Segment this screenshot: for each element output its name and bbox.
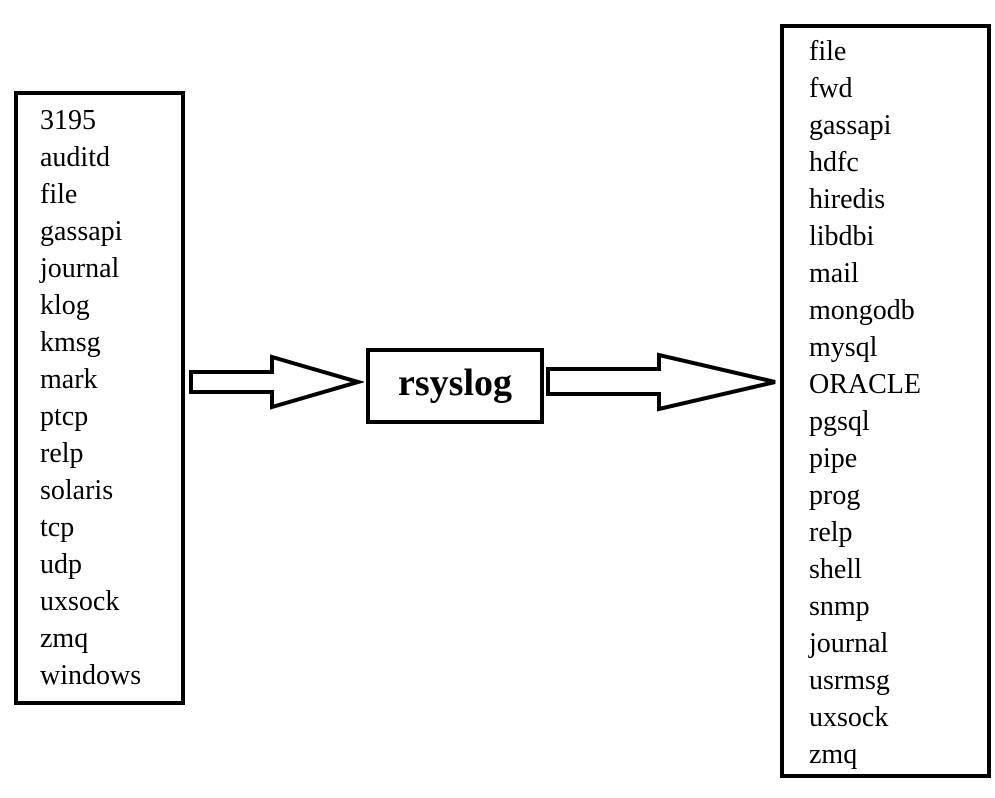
input-modules-list: 3195 auditd file gassapi journal klog kmsg mark… bbox=[40, 102, 181, 694]
input-module-item: tcp bbox=[40, 512, 75, 543]
input-module-item: relp bbox=[40, 438, 84, 469]
output-module-item: gassapi bbox=[809, 110, 892, 141]
input-module-item: ptcp bbox=[40, 401, 89, 432]
input-module-item: udp bbox=[40, 549, 82, 580]
output-module-item: pipe bbox=[809, 443, 858, 474]
input-arrow bbox=[189, 354, 364, 410]
output-module-item: journal bbox=[809, 628, 889, 659]
rsyslog-core-box: rsyslog bbox=[366, 348, 544, 424]
input-module-item: mark bbox=[40, 364, 98, 395]
output-modules-box: file fwd gassapi hdfc hiredis libdbi mail mongo… bbox=[780, 24, 991, 778]
output-arrow bbox=[546, 352, 776, 412]
input-module-item: journal bbox=[40, 253, 120, 284]
input-module-item: solaris bbox=[40, 475, 114, 506]
output-module-item: prog bbox=[809, 480, 861, 511]
output-module-item: mongodb bbox=[809, 295, 915, 326]
output-module-item: mysql bbox=[809, 332, 878, 363]
input-module-item: gassapi bbox=[40, 216, 123, 247]
output-module-item: snmp bbox=[809, 591, 870, 622]
output-module-item: hiredis bbox=[809, 184, 886, 215]
output-module-item: libdbi bbox=[809, 221, 875, 252]
input-module-item: auditd bbox=[40, 142, 110, 173]
output-module-item: zmq bbox=[809, 739, 858, 770]
input-module-item: uxsock bbox=[40, 586, 120, 617]
output-module-item: fwd bbox=[809, 73, 853, 104]
output-module-item: relp bbox=[809, 517, 853, 548]
output-module-item: usrmsg bbox=[809, 665, 890, 696]
input-module-item: kmsg bbox=[40, 327, 101, 358]
output-module-item: uxsock bbox=[809, 702, 889, 733]
output-modules-list: file fwd gassapi hdfc hiredis libdbi mail mongo… bbox=[809, 33, 987, 773]
input-module-item: klog bbox=[40, 290, 90, 321]
input-module-item: zmq bbox=[40, 623, 89, 654]
input-module-item: file bbox=[40, 179, 78, 210]
rsyslog-label: rsyslog bbox=[398, 362, 512, 404]
output-module-item: hdfc bbox=[809, 147, 859, 178]
output-module-item: ORACLE bbox=[809, 369, 921, 400]
output-module-item: mail bbox=[809, 258, 859, 289]
input-modules-box: 3195 auditd file gassapi journal klog kmsg mark… bbox=[14, 91, 185, 705]
output-module-item: file bbox=[809, 36, 847, 67]
output-module-item: pgsql bbox=[809, 406, 870, 437]
input-module-item: windows bbox=[40, 660, 142, 691]
output-module-item: shell bbox=[809, 554, 862, 585]
input-module-item: 3195 bbox=[40, 105, 96, 136]
